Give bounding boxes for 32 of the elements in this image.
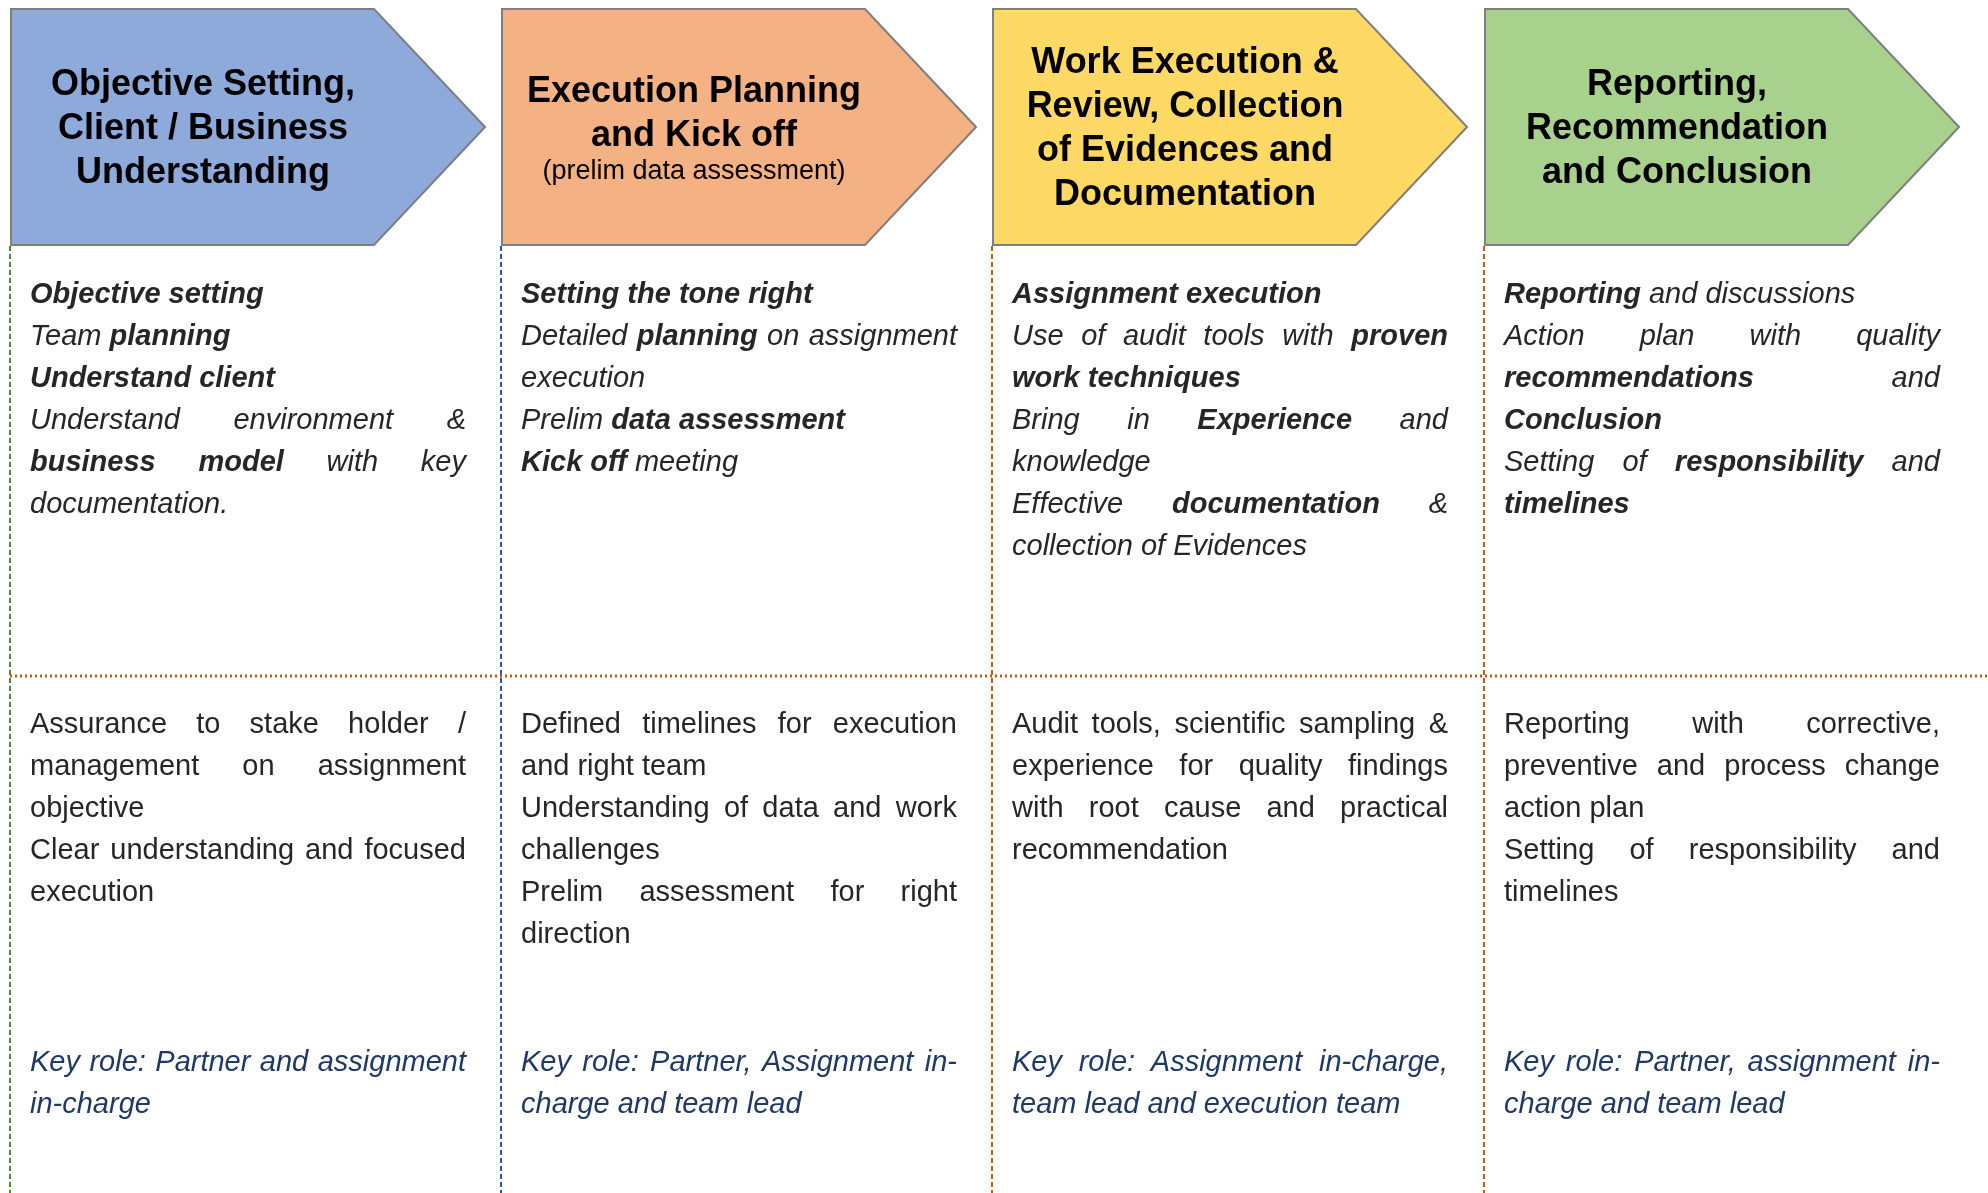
phase-title: Objective Setting, Client / Business Understanding (49, 61, 357, 193)
phase-subtitle: (prelim data assessment) (542, 155, 846, 187)
outcome-text: Understanding of data and work challenges (521, 790, 957, 867)
phase-activity-text: Understand environment & business model with key documentation. (30, 402, 466, 521)
phase-activity-text: Understand client (30, 360, 277, 395)
key-role-text: Key role: Assignment in-charge, team lead and execution team (1012, 1044, 1448, 1121)
key-role-text: Key role: Partner, assignment in-charge and team lead (1504, 1044, 1940, 1121)
phase-activity-text: Effective documentation & collection of Evidences (1012, 486, 1448, 563)
outcome-text: Audit tools, scientific sampling & experience for quality findings with root cause and practical recommendation (1012, 706, 1448, 867)
phase-header (10, 8, 486, 246)
phase-activity-text: Prelim data assessment (521, 402, 847, 437)
phase-title: Reporting, Recommendation and Conclusion (1524, 61, 1829, 193)
phase-activity-text: Setting the tone right (521, 276, 815, 311)
phase-activity-text: Reporting and discussions (1504, 276, 1857, 311)
phase-activity-text: Assignment execution (1012, 276, 1323, 311)
phase-activity-text: Objective setting (30, 276, 265, 311)
phase-header (992, 8, 1468, 246)
outcome-text: Prelim assessment for right direction (521, 874, 957, 951)
phase-title: Execution Planning and Kick off (525, 67, 862, 156)
outcome-text: Setting of responsibility and timelines (1504, 832, 1940, 909)
outcome-text: Reporting with corrective, preventive and process change action plan (1504, 706, 1940, 825)
key-role-text: Key role: Partner and assignment in-charge (30, 1044, 466, 1121)
phase-activity-text: Kick off meeting (521, 444, 740, 479)
phase-title: Work Execution & Review, Collection of Evidences and Documentation (1025, 39, 1345, 215)
phase-header (501, 8, 977, 246)
key-role-text: Key role: Partner, Assignment in-charge and team lead (521, 1044, 957, 1121)
phase-header (1484, 8, 1960, 246)
outcome-text: Assurance to stake holder / management on assignment objective (30, 706, 466, 825)
outcome-text: Clear understanding and focused execution (30, 832, 466, 909)
phase-activity-text: Setting of responsibility and timelines (1504, 444, 1940, 521)
outcome-text: Defined timelines for execution and right team (521, 706, 957, 783)
phase-activity-text: Team planning (30, 318, 232, 353)
